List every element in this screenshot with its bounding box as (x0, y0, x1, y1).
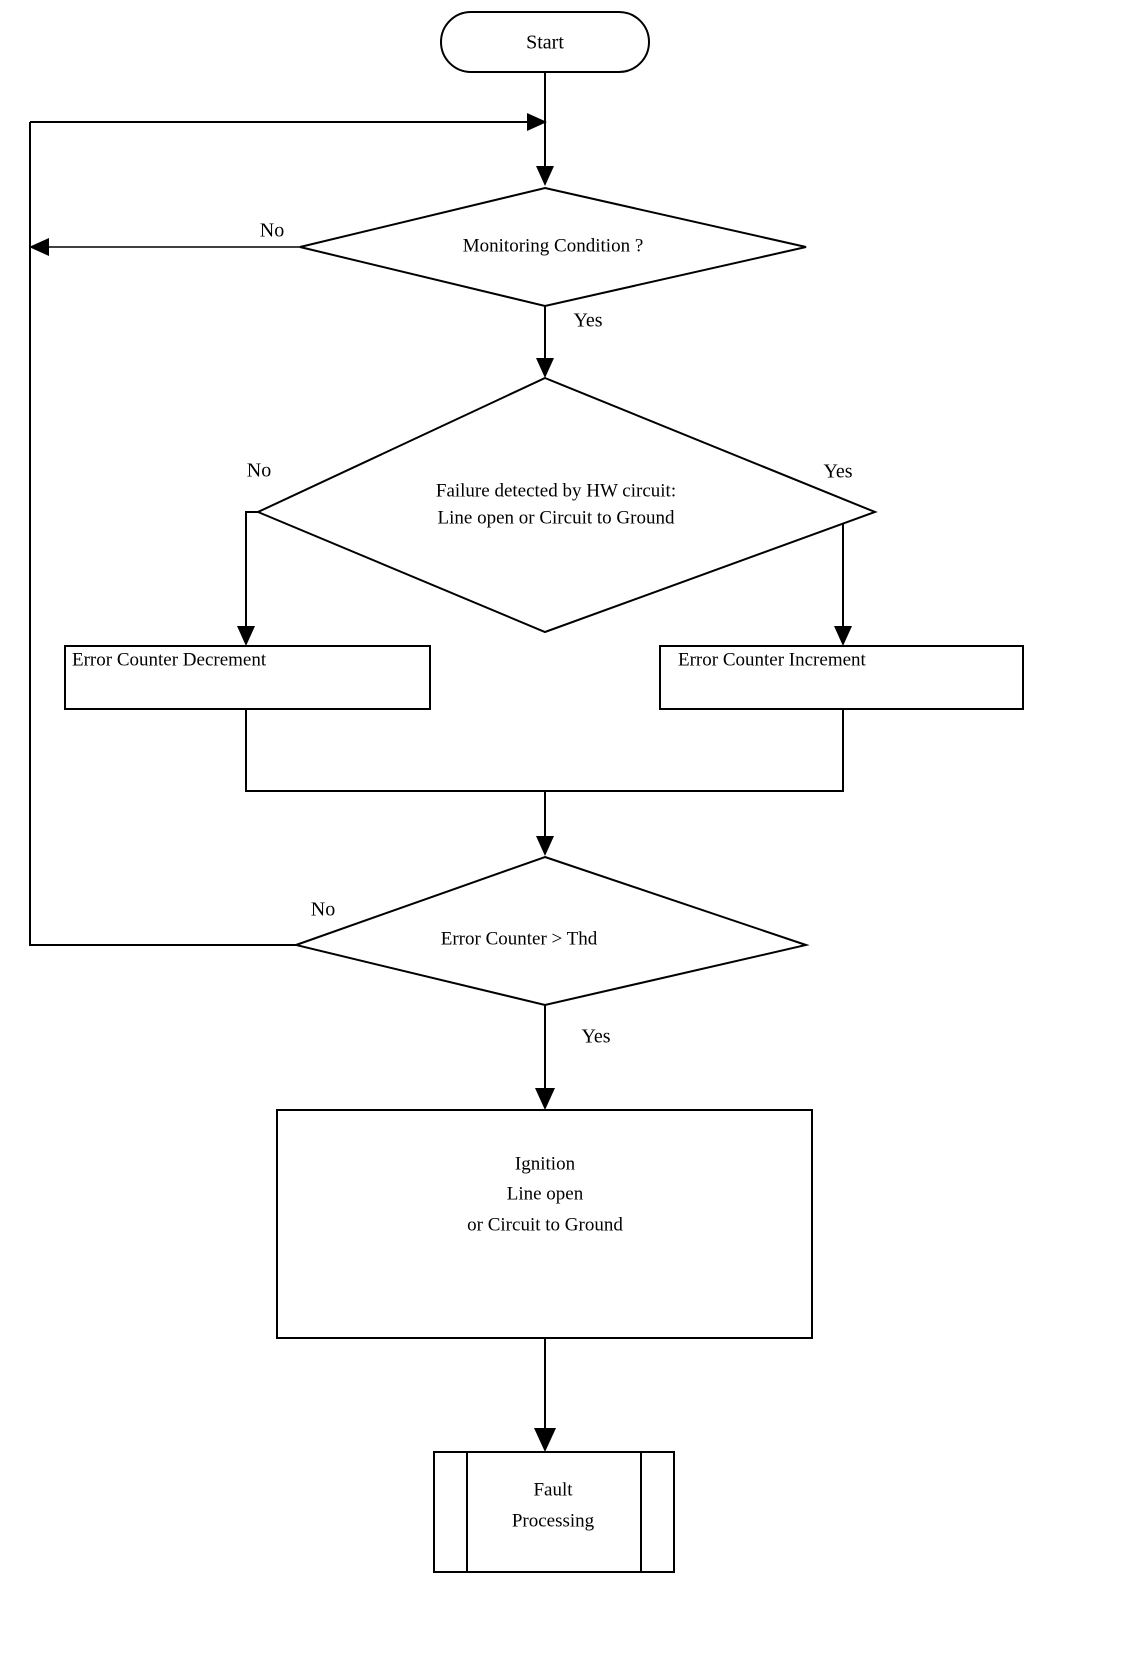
edge-monitoring-no (29, 238, 300, 256)
node-counter-increment-label: Error Counter Increment (678, 649, 867, 670)
node-counter-increment[interactable]: Error Counter Increment (659, 645, 1024, 710)
node-failure-detected-label-1: Failure detected by HW circuit: (436, 480, 676, 501)
node-fault-processing[interactable]: Fault Processing (433, 1451, 675, 1573)
edge-label-failure-yes: Yes (823, 461, 852, 483)
edge-threshold-yes (535, 1003, 555, 1110)
node-counter-decrement-label: Error Counter Decrement (72, 649, 267, 670)
edge-label-threshold-no: No (311, 899, 335, 921)
node-monitoring-condition[interactable]: Monitoring Condition ? (299, 186, 807, 308)
edge-ignition-to-fault (534, 1338, 556, 1452)
node-counter-decrement[interactable]: Error Counter Decrement (64, 645, 431, 710)
node-ignition-fault-label-2: Line open (507, 1183, 584, 1204)
node-counter-threshold-label: Error Counter > Thd (441, 928, 598, 949)
node-start-label: Start (526, 32, 564, 54)
edge-label-monitoring-yes: Yes (573, 310, 602, 332)
edge-monitoring-yes (536, 303, 554, 378)
node-ignition-fault-label-1: Ignition (515, 1153, 576, 1174)
edge-label-threshold-yes: Yes (581, 1026, 610, 1048)
node-failure-detected-label-2: Line open or Circuit to Ground (438, 507, 675, 528)
edge-start-to-monitoring (536, 72, 554, 186)
edge-loop-top-return (30, 113, 547, 131)
edge-failure-yes (834, 511, 872, 646)
edge-counters-merge (245, 709, 844, 856)
node-fault-processing-label-2: Processing (512, 1510, 595, 1531)
edge-failure-no (237, 511, 258, 646)
edge-label-monitoring-no: No (260, 220, 284, 242)
node-start[interactable]: Start (440, 11, 650, 73)
node-failure-detected[interactable]: Failure detected by HW circuit: Line ope… (255, 376, 878, 634)
node-ignition-fault[interactable]: Ignition Line open or Circuit to Ground (276, 1109, 813, 1339)
node-monitoring-condition-label: Monitoring Condition ? (463, 235, 644, 256)
node-counter-threshold[interactable]: Error Counter > Thd (292, 855, 810, 1007)
node-ignition-fault-label-3: or Circuit to Ground (467, 1214, 623, 1235)
edge-label-failure-no: No (247, 460, 271, 482)
node-fault-processing-label-1: Fault (533, 1479, 573, 1500)
